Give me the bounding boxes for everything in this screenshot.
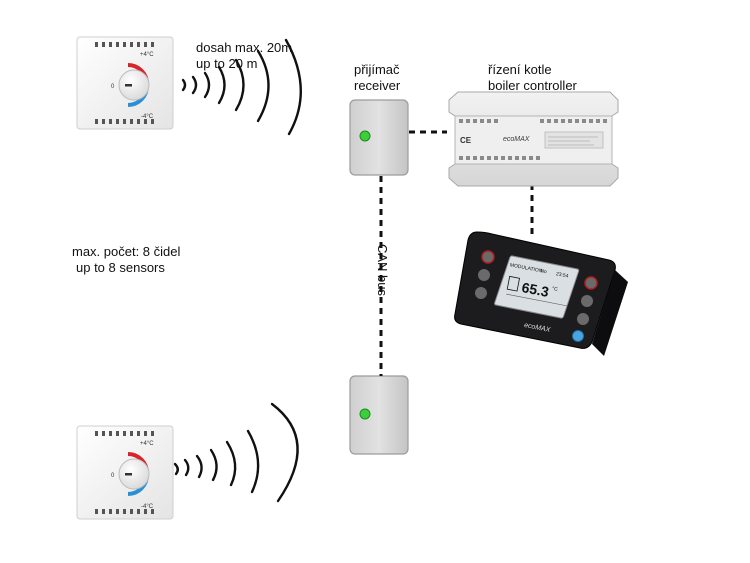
led-bottom	[359, 408, 371, 420]
max-sensors-label-cz: max. počet: 8 čidel	[72, 244, 181, 259]
radio-waves-top	[181, 38, 302, 136]
receiver-top	[349, 99, 409, 176]
panel-buttons-right	[572, 276, 598, 342]
panel-blue-button	[572, 330, 584, 342]
terminal-row-top	[459, 119, 607, 123]
controller-brand: ecoMAX	[503, 136, 530, 143]
panel-brand: ecoMAX	[524, 322, 552, 334]
boiler-label-en: boiler controller	[488, 78, 577, 93]
panel-screen	[494, 255, 580, 319]
vent-slots-top	[95, 42, 154, 124]
panel-temperature: 65.3	[520, 279, 550, 300]
receiver-label-cz: přijímač	[354, 62, 400, 77]
vent-slots-bottom	[95, 431, 154, 514]
can-bus-label-text: CAN bus	[375, 244, 390, 297]
panel-indicator: No	[540, 268, 548, 275]
dial-knob-top	[118, 69, 150, 101]
led-top	[359, 130, 371, 142]
radio-waves-bottom	[173, 402, 299, 503]
range-label-cz: dosah max. 20m	[196, 40, 293, 55]
zero-label-top: 0	[111, 84, 115, 90]
controller-ce-mark: CE	[460, 136, 472, 145]
dial-knob-bottom	[118, 458, 150, 490]
minus-label-bottom: -4°C	[141, 504, 154, 510]
panel-temperature-unit: °C	[552, 286, 559, 293]
receiver-label-en: receiver	[354, 78, 401, 93]
range-label-en: up to 20 m	[196, 56, 258, 71]
boiler-label-cz: řízení kotle	[488, 62, 552, 77]
receiver-label: přijímač receiver	[354, 62, 400, 94]
receiver-bottom	[349, 375, 409, 455]
control-panel: MODULATION No 23:54 65.3 °C ecoMAX	[454, 231, 628, 356]
thermostat-sensor-bottom: +4°C -4°C 0	[76, 425, 174, 520]
range-label: dosah max. 20m up to 20 m	[196, 40, 292, 72]
zero-label-bottom: 0	[111, 473, 115, 479]
panel-time: 23:54	[555, 271, 569, 279]
plus-label-bottom: +4°C	[140, 441, 154, 447]
panel-buttons-left	[475, 250, 495, 299]
boiler-controller: CE ecoMAX	[448, 91, 619, 187]
dashed-connections	[379, 130, 534, 376]
plus-label-top: +4°C	[140, 52, 154, 58]
max-sensors-label-en: up to 8 sensors	[76, 260, 165, 275]
minus-label-top: -4°C	[141, 114, 154, 120]
thermostat-sensor-top: +4°C -4°C 0	[76, 36, 174, 130]
boiler-controller-label: řízení kotle boiler controller	[488, 62, 577, 94]
terminal-row-bottom	[459, 156, 540, 160]
max-sensors-label: max. počet: 8 čidel up to 8 sensors	[72, 244, 180, 276]
